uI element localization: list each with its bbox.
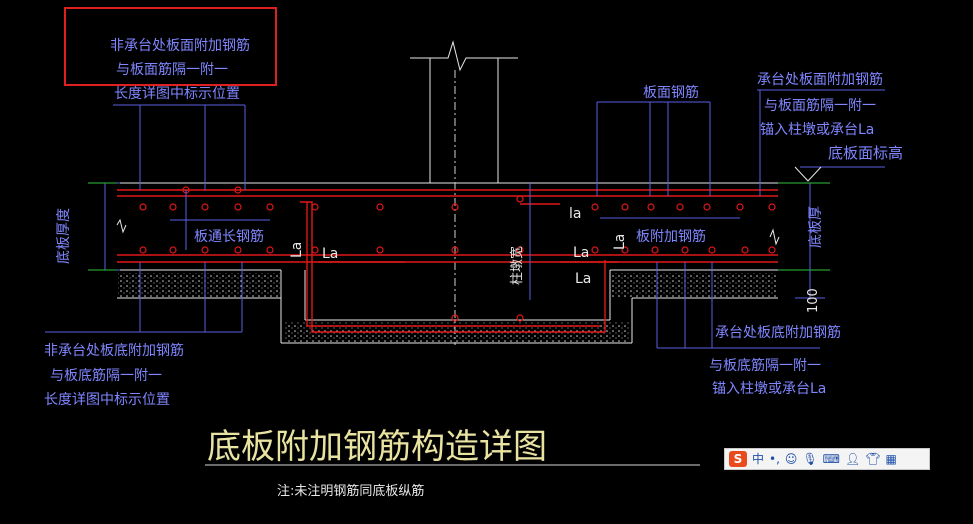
drawing-title: 底板附加钢筋构造详图 <box>207 427 547 467</box>
label-bottom-right-line2: 与板底筋隔一附一 <box>709 357 821 374</box>
label-bottom-right: 承台处板底附加钢筋 与板底筋隔一附一 锚入柱墩或承台La <box>709 324 841 397</box>
label-bottom-left-line3: 长度详图中标示位置 <box>44 392 170 408</box>
label-bottom-left-line2: 与板底筋隔一附一 <box>50 367 162 384</box>
user-icon[interactable]: 👤︎ <box>845 452 861 466</box>
ime-mode-toggle[interactable]: 中 <box>752 452 765 466</box>
sogou-logo-icon[interactable]: S <box>729 451 747 467</box>
label-top-left: 非承台处板面附加钢筋 与板面筋隔一附一 长度详图中标示位置 <box>110 37 250 102</box>
label-bottom-right-line1: 承台处板底附加钢筋 <box>715 324 841 341</box>
label-top-right: 承台处板面附加钢筋 与板面筋隔一附一 锚入柱墩或承台La <box>757 71 883 138</box>
leader-lines <box>45 89 885 349</box>
drawing-note: 注:未注明钢筋同底板纵筋 <box>277 483 424 499</box>
column <box>410 40 518 183</box>
mic-icon[interactable]: 🎙︎ <box>802 452 818 466</box>
grid-icon[interactable]: ▦ <box>885 452 897 466</box>
label-add-bar: 板附加钢筋 <box>636 228 706 245</box>
label-top-left-line1: 非承台处板面附加钢筋 <box>110 37 250 54</box>
label-slab-thickness-right: 底板厚 <box>808 206 824 248</box>
highlight-box <box>64 7 277 86</box>
rebar-lines <box>117 189 778 333</box>
emoji-icon[interactable]: ☺ <box>784 452 798 466</box>
break-lines <box>116 218 780 246</box>
ime-punct-toggle[interactable]: •, <box>769 452 780 466</box>
elevation-marker <box>794 166 822 182</box>
label-la-center: La <box>322 246 338 262</box>
label-top-right-line3: 锚入柱墩或承台La <box>760 122 874 138</box>
label-top-left-line2: 与板面筋隔一附一 <box>116 61 228 78</box>
label-la-right-low: La <box>575 271 591 287</box>
slab-outline <box>117 182 778 344</box>
shirt-icon[interactable]: 👕︎ <box>865 452 881 466</box>
label-bottom-left: 非承台处板底附加钢筋 与板底筋隔一附一 长度详图中标示位置 <box>44 342 184 408</box>
label-dim-100: 100 <box>806 288 821 313</box>
label-la-right-mid: La <box>573 245 589 261</box>
label-la-right-top: la <box>569 206 581 222</box>
ime-toolbar[interactable]: S 中 •, ☺ 🎙︎ ⌨ 👤︎ 👕︎ ▦ <box>724 448 930 470</box>
label-column-width: 柱墩宽 <box>509 246 525 285</box>
keyboard-icon[interactable]: ⌨ <box>822 452 840 466</box>
label-top-right-line2: 与板面筋隔一附一 <box>764 97 876 114</box>
rebar-dots <box>139 186 776 322</box>
label-la-vertical: La <box>289 242 305 258</box>
green-extension-lines <box>88 182 830 271</box>
label-top-right-line1: 承台处板面附加钢筋 <box>757 71 883 88</box>
label-bottom-right-line3: 锚入柱墩或承台La <box>712 381 826 397</box>
label-top-center: 板面钢筋 <box>643 84 699 101</box>
label-slab-thickness-left: 底板厚度 <box>56 208 72 264</box>
label-through-bar: 板通长钢筋 <box>194 228 264 245</box>
label-top-left-line3: 长度详图中标示位置 <box>114 86 240 102</box>
label-bottom-left-line1: 非承台处板底附加钢筋 <box>44 342 184 359</box>
label-slab-top-elevation: 底板面标高 <box>828 144 903 162</box>
label-la-vertical-right: La <box>612 234 628 250</box>
